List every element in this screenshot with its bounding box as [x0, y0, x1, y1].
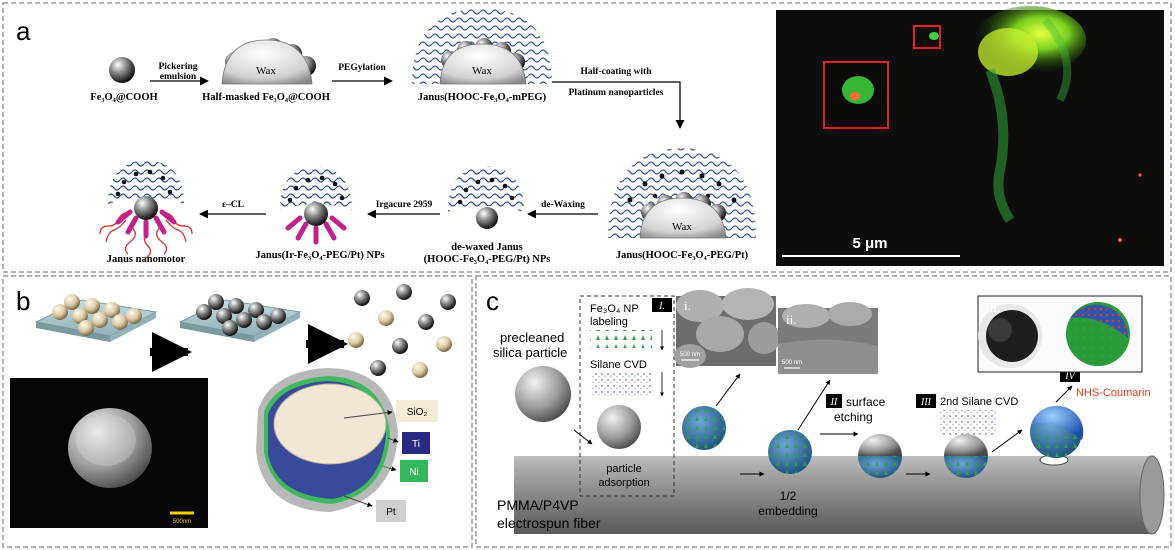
- etched-particle: [858, 434, 902, 478]
- step-ii-label-2: etching: [834, 410, 873, 424]
- half-masked-particle: Wax: [221, 38, 316, 85]
- layer-labels: SiO₂ Ti Ni Pt: [343, 400, 438, 522]
- step-i-badge: [652, 298, 672, 312]
- label-emulsion: emulsion: [160, 72, 197, 82]
- silane-vapor-2: [940, 410, 996, 436]
- panel-a-border: [2, 2, 1172, 273]
- label-scale-5um: 5 μm: [852, 235, 887, 252]
- label-janus-pt: Janus(HOOC-Fe₃O₄-PEG/Pt): [616, 250, 749, 261]
- labeled-particle-free: [682, 406, 726, 450]
- layer-ni: Ni: [409, 467, 418, 478]
- adsorption-label-1: particle: [606, 463, 641, 475]
- embed-label-2: embedding: [758, 504, 817, 518]
- label-scale-b: 500nm: [173, 519, 191, 525]
- precleaned-label-2: silica particle: [493, 345, 567, 360]
- panel-c-letter: c: [486, 286, 499, 316]
- sem-i-numeral: i.: [684, 298, 691, 313]
- plate-uncoated: [34, 294, 158, 342]
- step-ii-label-1: surface: [846, 395, 886, 409]
- precleaned-label-1: precleaned: [500, 330, 564, 345]
- step-iii-label: 2nd Silane CVD: [940, 396, 1018, 408]
- fe-label-2: labeling: [590, 316, 628, 328]
- step-iv-label: NHS-Coumarin: [1076, 387, 1151, 399]
- adsorption-label-2: adsorption: [598, 477, 649, 489]
- np-fe3o4-ball: [109, 57, 135, 83]
- final-janus-particle: [1030, 405, 1084, 466]
- sem-iii-numeral: iii.: [986, 300, 1000, 315]
- sem-ii-scale: 500 nm: [782, 360, 802, 366]
- sem-image-b: 500nm: [10, 378, 208, 528]
- arrow-to-sem-iii: [1055, 385, 1073, 403]
- arrow-c-start: [573, 429, 593, 445]
- label-pickering: Pickering: [158, 62, 197, 72]
- silane-vapor: [592, 373, 652, 395]
- silane-label: Silane CVD: [590, 359, 647, 371]
- sem-image-ii: 500 nm ii.: [778, 302, 878, 374]
- layer-pt: Pt: [386, 507, 396, 518]
- step-ii-numeral: II: [830, 397, 838, 408]
- arrow-to-sem-ii: [797, 379, 831, 431]
- panel-b-letter: b: [16, 286, 30, 316]
- step-iii-badge: [916, 394, 936, 408]
- panel-a-letter: a: [16, 16, 31, 46]
- step-iv-numeral: IV: [1064, 371, 1076, 382]
- precleaned-silica-particle: [515, 366, 571, 422]
- wax-label-1: Wax: [256, 65, 276, 77]
- step-ii-badge: [826, 394, 842, 408]
- fluorescence-micrograph: 5 μm: [776, 6, 1164, 266]
- layer-cross-section: [256, 368, 398, 512]
- label-half-masked: Half-masked Fe₃O₄@COOH: [202, 92, 330, 103]
- label-fe3o4-cooh: Fe₃O₄@COOH: [90, 92, 157, 103]
- layer-sio2: SiO₂: [407, 407, 428, 418]
- wax-label-2: Wax: [472, 65, 492, 77]
- label-platinum: Platinum nanoparticles: [569, 88, 664, 98]
- arrow-c-4: [991, 429, 1023, 453]
- embed-label-1: 1/2: [780, 489, 797, 503]
- adsorbed-particle: [597, 405, 641, 449]
- fe-label-1: Fe₃O₄ NP: [590, 303, 639, 315]
- label-dewaxed-1: de-waxed Janus: [451, 242, 522, 253]
- wax-label-3: Wax: [672, 221, 692, 233]
- label-dewaxing: de-Waxing: [541, 200, 585, 210]
- janus-mpeg-particle: Wax: [412, 8, 552, 85]
- fiber-label-1: PMMA/P4VP: [497, 497, 579, 513]
- sem-i-scale: 500 nm: [680, 352, 700, 358]
- janus-ir-particle: [280, 166, 352, 245]
- janus-nanomotor: [99, 160, 193, 259]
- panel-c-border: [475, 275, 1172, 548]
- sem-ii-numeral: ii.: [786, 312, 796, 327]
- dewaxed-janus-particle: [448, 166, 524, 229]
- label-janus-ir: Janus(Ir-Fe₃O₄-PEG/Pt) NPs: [255, 250, 384, 261]
- released-janus-particles: [348, 284, 456, 378]
- label-ecl: ε–CL: [222, 200, 244, 210]
- layer-ti: Ti: [412, 439, 420, 450]
- sem-image-iii: iii.: [977, 295, 1143, 373]
- janus-pt-wax-particle: Wax: [608, 148, 756, 239]
- fe-np-cluster: [590, 330, 652, 348]
- second-silane-particle: [944, 434, 988, 478]
- label-pegylation: PEGylation: [338, 63, 386, 73]
- embedded-particle: [768, 430, 812, 474]
- sem-image-i: 500 nm i.: [674, 288, 780, 368]
- step-i-numeral: I.: [658, 301, 665, 312]
- panel-b-border: [2, 275, 473, 548]
- electrospun-fiber: [514, 455, 1165, 535]
- plate-coated: [178, 294, 302, 342]
- arrow-to-sem-i: [715, 373, 741, 407]
- label-janus-mpeg: Janus(HOOC-Fe₃O₄-mPEG): [418, 92, 547, 103]
- label-irgacure: Irgacure 2959: [376, 200, 433, 210]
- label-janus-nanomotor: Janus nanomotor: [107, 254, 186, 265]
- label-half-coating: Half-coating with: [581, 67, 653, 77]
- fiber-label-2: electrospun fiber: [497, 515, 601, 531]
- micrograph-highlight-small: [913, 25, 941, 49]
- arrow-half-coating: [552, 81, 685, 129]
- label-dewaxed-2: (HOOC-Fe₃O₄-PEG/Pt) NPs: [424, 254, 551, 265]
- step-iii-numeral: III: [920, 397, 932, 408]
